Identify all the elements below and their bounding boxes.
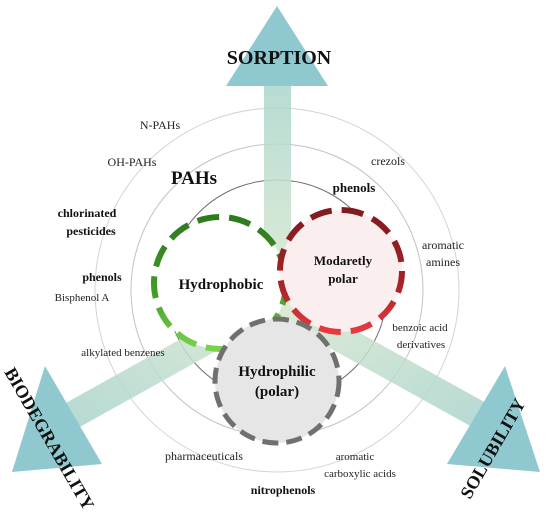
moderately-polar-region: [277, 207, 405, 335]
hydrophilic-region: [212, 316, 342, 446]
sorption-arrow-head: [226, 6, 328, 86]
compound-oh-pahs: OH-PAHs: [108, 155, 157, 169]
compound-aromatic-amines-line2: amines: [426, 255, 460, 269]
compound-benzoic-line1: benzoic acid: [392, 322, 448, 334]
compound-phenols-left: phenols: [82, 270, 122, 284]
hydrophilic-label-line2: (polar): [255, 384, 299, 400]
biodegradability-arrow-head: [12, 366, 102, 472]
compound-aromatic-carboxylic-line2: carboxylic acids: [324, 468, 396, 480]
compound-crezols: crezols: [371, 154, 405, 168]
sorption-label: SORPTION: [227, 47, 332, 69]
hydrophilic-label-line1: Hydrophilic: [238, 364, 316, 380]
compound-pharmaceuticals: pharmaceuticals: [165, 449, 243, 463]
compound-benzoic-line2: derivatives: [397, 339, 445, 351]
compound-pahs: PAHs: [171, 168, 217, 189]
compound-bisphenol-a: Bisphenol A: [55, 292, 110, 304]
compound-aromatic-carboxylic-line1: aromatic: [336, 451, 375, 463]
compound-phenols-right: phenols: [333, 180, 376, 195]
compound-aromatic-amines-line1: aromatic: [422, 238, 464, 252]
compound-chlorinated-line1: chlorinated: [58, 206, 117, 220]
compound-n-pahs: N-PAHs: [140, 118, 181, 132]
compound-nitrophenols: nitrophenols: [251, 483, 316, 497]
solubility-arrow-head: [447, 366, 540, 472]
moderately-polar-label-line1: Modaretly: [314, 253, 373, 268]
compound-chlorinated-line2: pesticides: [66, 224, 116, 238]
compound-alkylated-benzenes: alkylated benzenes: [81, 347, 164, 359]
moderately-polar-label-line2: polar: [328, 271, 358, 286]
hydrophobic-label: Hydrophobic: [179, 277, 264, 293]
